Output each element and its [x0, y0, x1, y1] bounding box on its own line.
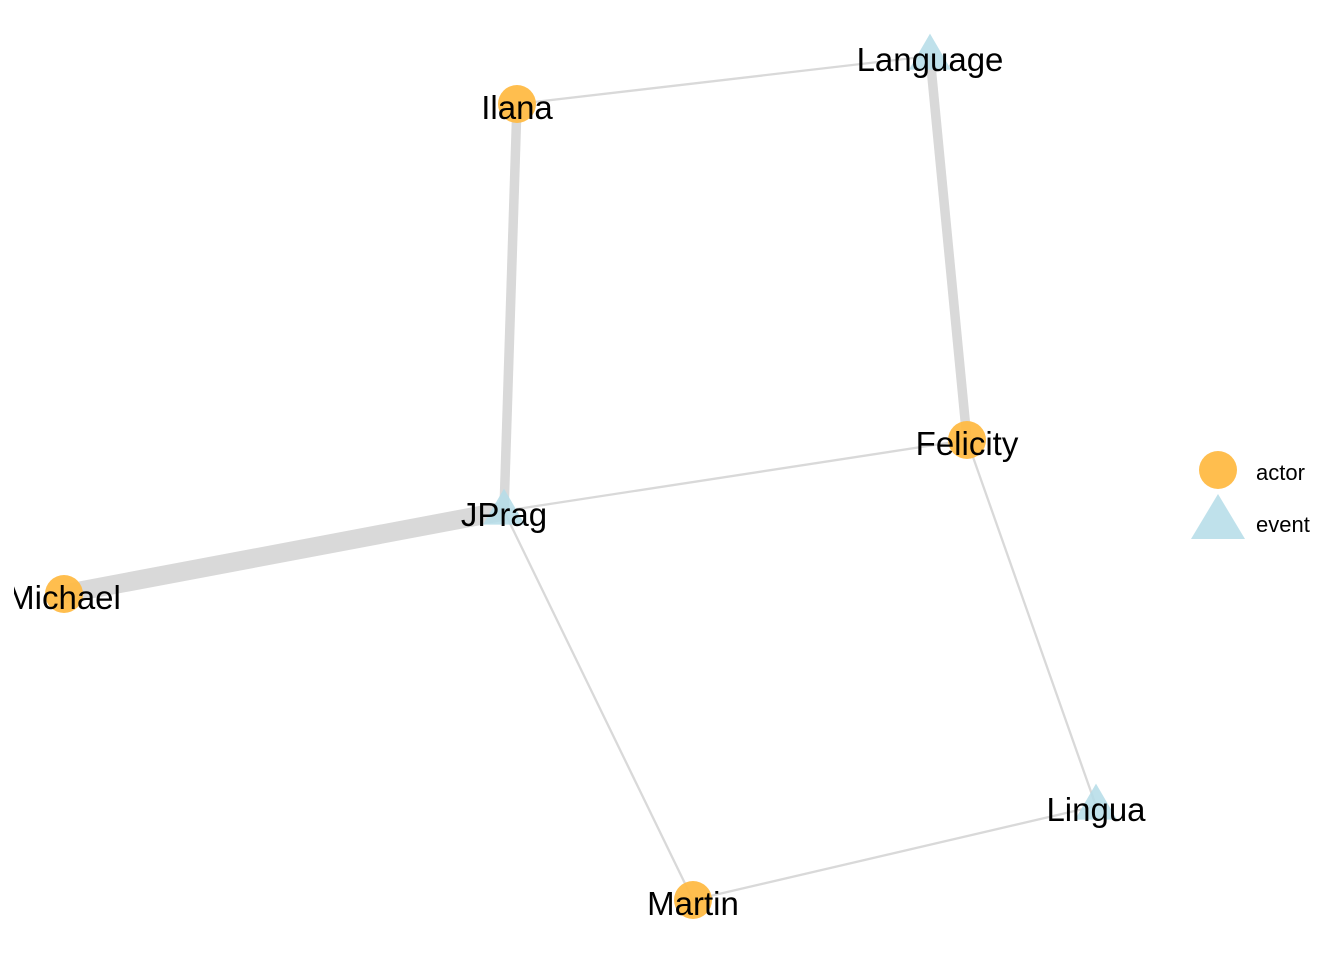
edge-language-felicity — [925, 55, 972, 441]
edge-jprag-martin — [502, 510, 695, 901]
node-label-language: Language — [857, 41, 1004, 78]
legend-item-event: event — [1191, 494, 1310, 539]
node-jprag-triangle — [483, 488, 525, 525]
node-lingua-triangle — [1075, 783, 1117, 820]
node-martin-circle — [674, 881, 712, 919]
triangle-icon — [1191, 494, 1245, 539]
edge-jprag-michael — [62, 501, 506, 604]
edge-ilana-jprag — [499, 103, 522, 512]
node-ilana-circle — [498, 85, 536, 123]
node-label-ilana: Ilana — [481, 89, 553, 126]
node-label-jprag: JPrag — [461, 496, 547, 533]
node-felicity-circle — [948, 421, 986, 459]
legend-item-actor: actor — [1199, 451, 1305, 489]
node-label-lingua: Lingua — [1046, 791, 1146, 828]
node-label-martin: Martin — [647, 885, 739, 922]
legend-label: event — [1256, 512, 1310, 537]
edge-felicity-jprag — [503, 438, 968, 513]
circle-icon — [1199, 451, 1237, 489]
legend-label: actor — [1256, 460, 1305, 485]
node-label-felicity: Felicity — [916, 425, 1019, 462]
nodes-layer — [45, 33, 1117, 919]
edge-martin-lingua — [692, 804, 1097, 902]
node-michael-circle — [45, 575, 83, 613]
legend: actor event — [1191, 451, 1310, 539]
edge-ilana-language — [516, 54, 931, 106]
edge-felicity-lingua — [965, 439, 1098, 807]
edges-layer — [62, 54, 1098, 902]
node-label-michael: Michael — [7, 579, 121, 616]
node-language-triangle — [909, 33, 951, 70]
